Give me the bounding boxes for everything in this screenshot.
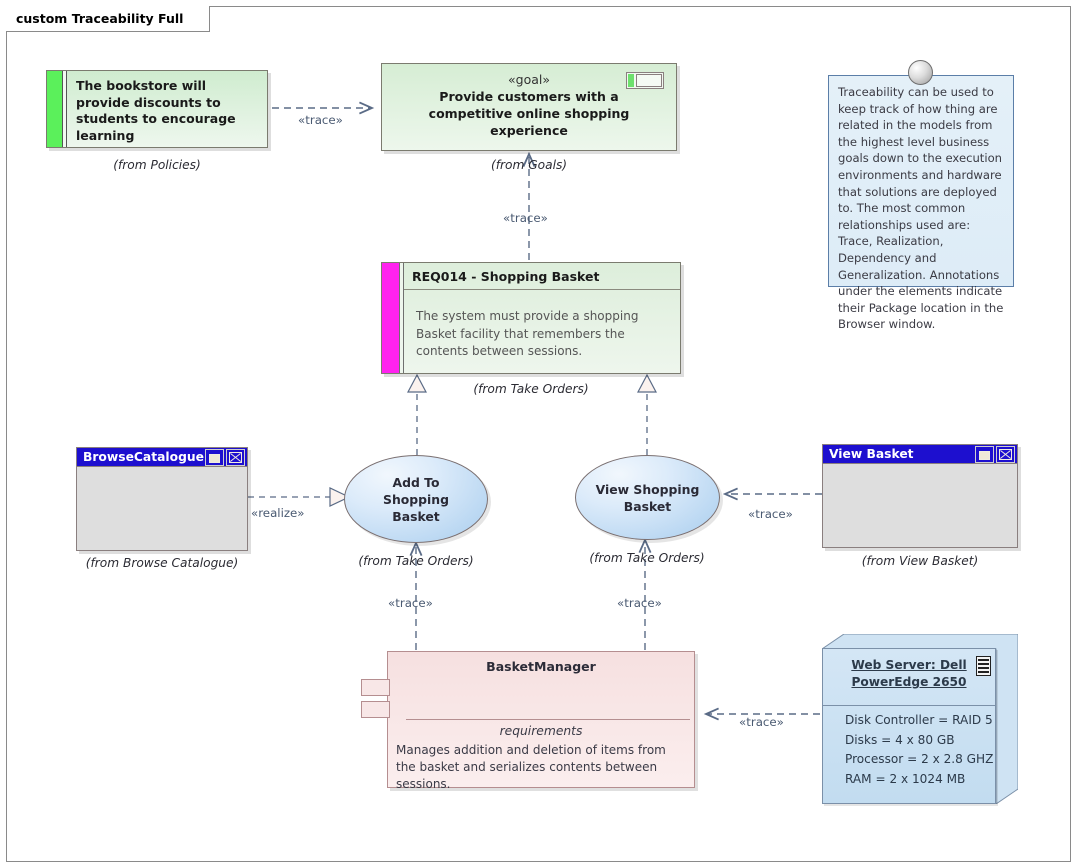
requirement-stripe-gap bbox=[400, 263, 404, 373]
policy-text: The bookstore will provide discounts to … bbox=[76, 78, 236, 143]
connector-label-realize: «realize» bbox=[251, 506, 305, 520]
screen-titlebar: BrowseCatalogue bbox=[77, 448, 247, 467]
goal-icon bbox=[626, 72, 664, 89]
requirement-description: The system must provide a shopping Baske… bbox=[416, 309, 639, 358]
node-attribute: Processor = 2 x 2.8 GHZ bbox=[845, 752, 994, 766]
close-icon[interactable] bbox=[226, 448, 245, 466]
usecase-1-from-label: (from Take Orders) bbox=[358, 554, 474, 568]
minimize-icon[interactable] bbox=[205, 448, 224, 466]
component-separator bbox=[406, 719, 690, 720]
goal-name: Provide customers with a competitive onl… bbox=[428, 89, 630, 138]
usecase-label: View Shopping Basket bbox=[595, 481, 700, 514]
node-title: Web Server: Dell PowerEdge 2650 bbox=[851, 658, 967, 689]
policy-stripe-gap bbox=[63, 71, 67, 147]
goal-stereotype: «goal» bbox=[507, 72, 550, 87]
screen-browse-catalogue[interactable]: BrowseCatalogue bbox=[76, 447, 248, 551]
close-icon[interactable] bbox=[996, 445, 1015, 463]
node-front-face: Web Server: Dell PowerEdge 2650 Disk Con… bbox=[822, 648, 996, 804]
screen-browse-catalogue-from-label: (from Browse Catalogue) bbox=[85, 556, 239, 570]
node-web-server[interactable]: Web Server: Dell PowerEdge 2650 Disk Con… bbox=[822, 634, 1018, 804]
usecase-add-to-shopping-basket[interactable]: Add To Shopping Basket bbox=[344, 455, 488, 543]
note-text: Traceability can be used to keep track o… bbox=[838, 85, 1004, 332]
node-attribute: RAM = 2 x 1024 MB bbox=[845, 771, 966, 786]
note-pin-icon bbox=[908, 60, 933, 85]
requirement-from-label: (from Take Orders) bbox=[473, 382, 589, 396]
usecase-label: Add To Shopping Basket bbox=[383, 474, 449, 524]
diagram-frame-label: custom Traceability Full bbox=[6, 6, 211, 32]
component-name: BasketManager bbox=[486, 659, 596, 674]
screen-titlebar: View Basket bbox=[823, 445, 1017, 464]
policy-stripe bbox=[47, 71, 63, 147]
connector-label-viewbasket: «trace» bbox=[748, 507, 793, 521]
requirement-element[interactable]: REQ014 - Shopping Basket The system must… bbox=[381, 262, 681, 374]
component-section-label: requirements bbox=[499, 724, 583, 738]
node-attributes: Disk Controller = RAID 5 Disks = 4 x 80 … bbox=[823, 711, 995, 789]
goal-from-label: (from Goals) bbox=[490, 158, 568, 172]
connector-label-policy-goal: «trace» bbox=[298, 113, 343, 127]
screen-title-browse-catalogue: BrowseCatalogue bbox=[83, 450, 204, 464]
minimize-icon[interactable] bbox=[975, 445, 994, 463]
component-basket-manager[interactable]: BasketManager requirements Manages addit… bbox=[361, 651, 695, 791]
policy-from-label: (from Policies) bbox=[113, 158, 201, 172]
screen-view-basket-from-label: (from View Basket) bbox=[861, 554, 979, 568]
node-separator bbox=[823, 705, 995, 706]
requirement-title: REQ014 - Shopping Basket bbox=[404, 263, 680, 290]
requirement-stripe bbox=[382, 263, 400, 373]
policy-element[interactable]: The bookstore will provide discounts to … bbox=[46, 70, 268, 148]
node-attribute: Disk Controller = RAID 5 bbox=[845, 713, 993, 727]
component-tab-icon bbox=[361, 679, 390, 696]
goal-element[interactable]: «goal» Provide customers with a competit… bbox=[381, 63, 677, 151]
usecase-view-shopping-basket[interactable]: View Shopping Basket bbox=[575, 455, 720, 540]
connector-label-uc2-component: «trace» bbox=[617, 596, 662, 610]
node-attribute: Disks = 4 x 80 GB bbox=[845, 732, 955, 747]
connector-label-req-goal: «trace» bbox=[503, 211, 548, 225]
screen-view-basket[interactable]: View Basket bbox=[822, 444, 1018, 548]
server-icon bbox=[976, 656, 991, 676]
connector-label-server-component: «trace» bbox=[739, 715, 784, 729]
connector-label-uc1-component: «trace» bbox=[388, 596, 433, 610]
usecase-2-from-label: (from Take Orders) bbox=[589, 551, 705, 565]
component-description: Manages addition and deletion of items f… bbox=[396, 743, 666, 791]
node-3d-shape bbox=[822, 634, 1018, 804]
component-tab-icon bbox=[361, 701, 390, 718]
note-element[interactable]: Traceability can be used to keep track o… bbox=[828, 60, 1014, 331]
screen-title-view-basket: View Basket bbox=[829, 447, 914, 461]
